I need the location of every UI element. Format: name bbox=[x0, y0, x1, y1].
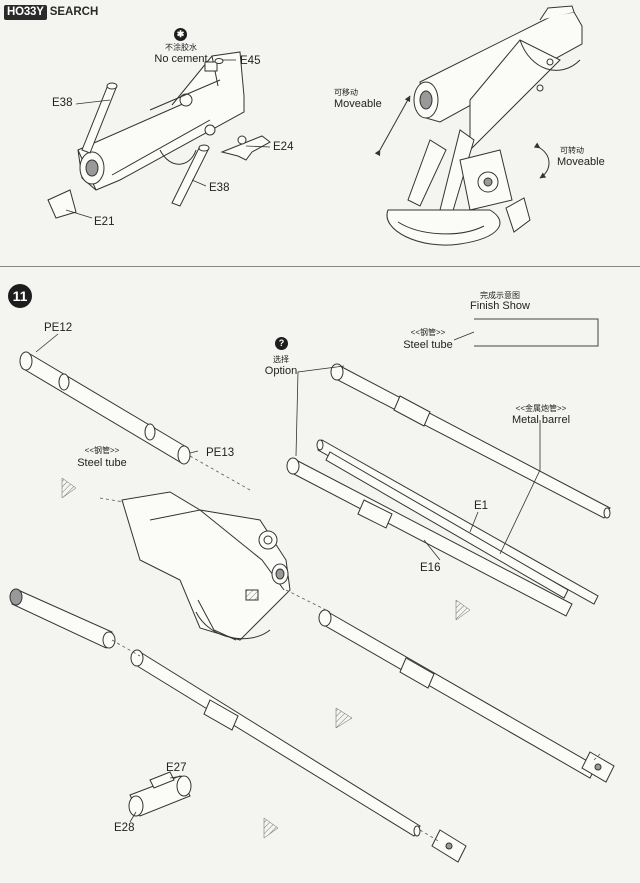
part-e24-label: E24 bbox=[273, 141, 294, 153]
steel-tube-lower bbox=[9, 588, 116, 649]
barrel-lower-right bbox=[318, 609, 597, 779]
finish-show-frame bbox=[474, 318, 599, 347]
metal-barrel-label-en: Metal barrel bbox=[511, 414, 571, 426]
barrel-e1 bbox=[316, 439, 599, 605]
steel-tube-label-en-1: Steel tube bbox=[403, 339, 453, 351]
muzzle-brake-right bbox=[581, 751, 615, 783]
steel-tube-label-en-2: Steel tube bbox=[77, 457, 127, 469]
breech-assembly bbox=[47, 51, 271, 219]
barrel-lower-left bbox=[130, 649, 421, 837]
part-e21-label: E21 bbox=[94, 216, 115, 228]
finish-show-label-en: Finish Show bbox=[470, 300, 530, 312]
section-divider bbox=[0, 266, 640, 267]
metal-barrel-top bbox=[330, 363, 611, 519]
part-e27-label: E27 bbox=[166, 762, 187, 774]
option-label-en: Option bbox=[264, 365, 298, 377]
metal-barrel-label-cn: <<金属炮管>> bbox=[515, 404, 567, 413]
part-e38-label-b: E38 bbox=[209, 182, 230, 194]
part-e45-label: E45 bbox=[240, 55, 261, 67]
brand-mark: HO33Y bbox=[4, 4, 47, 20]
part-e1-label: E1 bbox=[474, 500, 489, 512]
mount-assembly bbox=[386, 5, 583, 246]
part-e38-label-a: E38 bbox=[52, 97, 73, 109]
part-pe12-label: PE12 bbox=[44, 322, 73, 334]
barrel-e16 bbox=[286, 457, 573, 617]
option-label-cn: 选择 bbox=[273, 355, 289, 364]
gun-mount bbox=[121, 491, 291, 641]
bracket-e27-e28 bbox=[128, 771, 192, 817]
steel-tube-label-cn-2: <<钢管>> bbox=[84, 446, 120, 455]
step-number-badge: 11 bbox=[8, 284, 32, 308]
brand-text: SEARCH bbox=[49, 6, 99, 18]
moveable-label-en-1: Moveable bbox=[334, 98, 382, 110]
steel-tube-label-cn-1: <<钢管>> bbox=[410, 328, 446, 337]
no-cement-icon: ✱ bbox=[174, 28, 187, 41]
steel-tube-pe12 bbox=[19, 351, 191, 465]
moveable-label-en-2: Moveable bbox=[557, 156, 605, 168]
part-e28-label: E28 bbox=[114, 822, 135, 834]
question-icon: ? bbox=[275, 337, 288, 350]
muzzle-brake-lower bbox=[431, 829, 467, 863]
finish-show-label-cn: 完成示意图 bbox=[480, 291, 520, 300]
moveable-label-cn-2: 可转动 bbox=[560, 146, 584, 155]
no-cement-label-en: No cement bbox=[154, 53, 208, 65]
brand-logo: HO33Y SEARCH bbox=[4, 4, 98, 20]
no-cement-label-cn: 不涂胶水 bbox=[165, 43, 197, 52]
part-e16-label: E16 bbox=[420, 562, 441, 574]
part-pe13-label: PE13 bbox=[206, 447, 235, 459]
moveable-label-cn-1: 可移动 bbox=[334, 88, 358, 97]
